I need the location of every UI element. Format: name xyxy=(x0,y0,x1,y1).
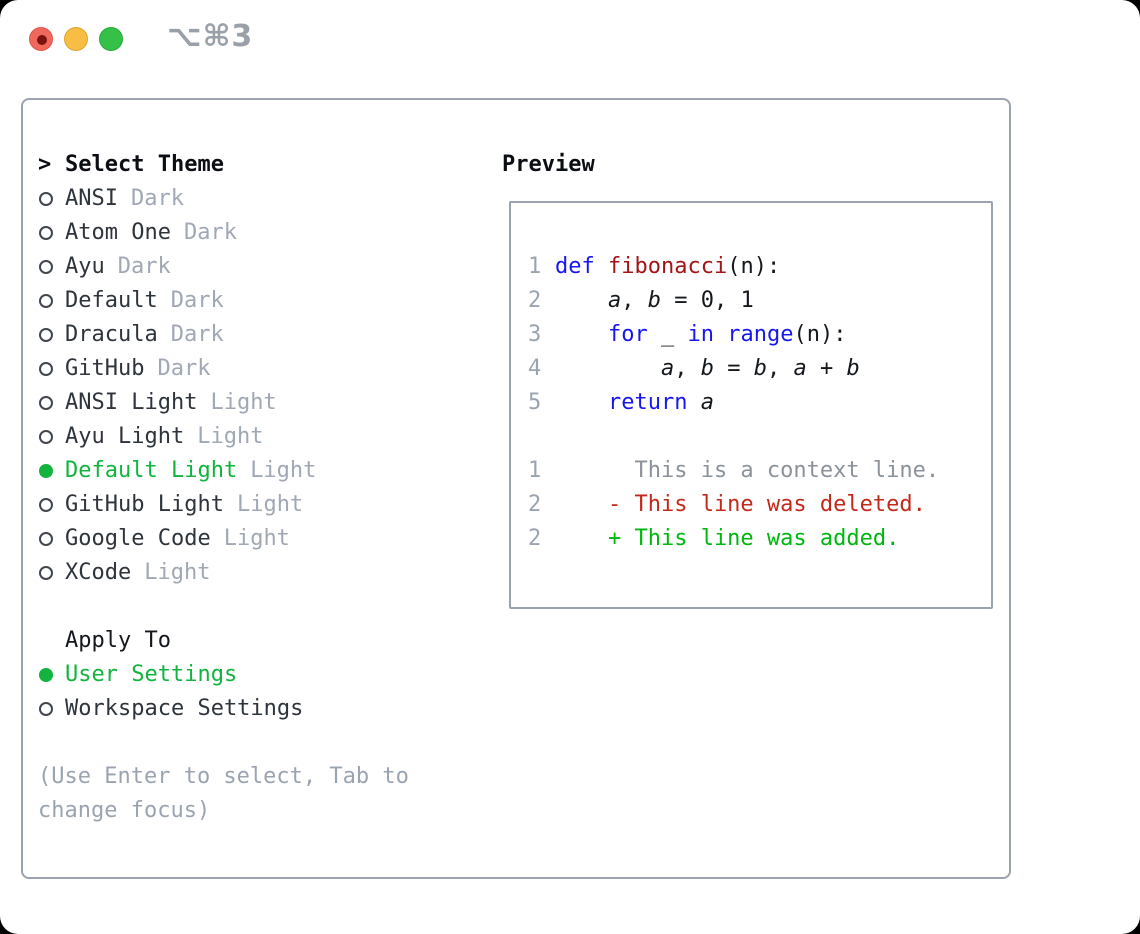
apply-to-header: Apply To xyxy=(38,624,478,658)
line-number: 2 xyxy=(528,526,542,551)
theme-option[interactable]: Default Dark xyxy=(38,284,478,318)
theme-option[interactable]: Default Light Light xyxy=(38,454,478,488)
preview-line: 2 a, b = 0, 1 xyxy=(528,284,939,318)
option-label: Default xyxy=(65,288,158,313)
option-variant: Light xyxy=(144,560,211,585)
option-label: Ayu Light xyxy=(65,424,185,449)
option-variant: Dark xyxy=(170,288,224,313)
radio-selected-icon xyxy=(39,668,53,682)
help-line: (Use Enter to select, Tab to xyxy=(38,764,409,789)
radio-icon xyxy=(39,260,53,274)
theme-option[interactable]: Dracula Dark xyxy=(38,318,478,352)
prompt-icon: > xyxy=(38,152,52,177)
option-label: Google Code xyxy=(65,526,211,551)
help-line: change focus) xyxy=(38,798,211,823)
radio-icon xyxy=(39,532,53,546)
preview-line: 5 return a xyxy=(528,386,939,420)
minimize-button[interactable] xyxy=(64,27,88,51)
preview-box xyxy=(509,201,993,609)
apply-to-option[interactable]: User Settings xyxy=(38,658,478,692)
option-label: XCode xyxy=(65,560,132,585)
apply-to-option[interactable]: Workspace Settings xyxy=(38,692,478,726)
option-label: Workspace Settings xyxy=(65,696,304,721)
option-label: User Settings xyxy=(65,662,238,687)
radio-icon xyxy=(39,498,53,512)
preview-line: 1 This is a context line. xyxy=(528,454,939,488)
theme-option[interactable]: Ayu Dark xyxy=(38,250,478,284)
line-number: 3 xyxy=(528,322,542,347)
preview-line: 2 - This line was deleted. xyxy=(528,488,939,522)
radio-icon xyxy=(39,430,53,444)
radio-icon xyxy=(39,702,53,716)
option-variant: Dark xyxy=(170,322,224,347)
theme-option[interactable]: ANSI Light Light xyxy=(38,386,478,420)
radio-icon xyxy=(39,566,53,580)
radio-icon xyxy=(39,396,53,410)
close-button[interactable] xyxy=(29,27,53,51)
theme-option[interactable]: GitHub Light Light xyxy=(38,488,478,522)
theme-option[interactable]: ANSI Dark xyxy=(38,182,478,216)
option-variant: Light xyxy=(250,458,317,483)
radio-icon xyxy=(39,328,53,342)
line-number xyxy=(528,420,555,454)
option-variant: Dark xyxy=(157,356,211,381)
option-variant: Dark xyxy=(183,220,237,245)
option-variant: Light xyxy=(223,526,290,551)
theme-option[interactable]: Ayu Light Light xyxy=(38,420,478,454)
window-controls xyxy=(29,27,123,51)
line-number: 5 xyxy=(528,390,542,415)
line-number: 2 xyxy=(528,492,542,517)
option-variant: Light xyxy=(210,390,277,415)
line-number: 4 xyxy=(528,356,542,381)
preview-blank-line xyxy=(528,420,939,454)
radio-icon xyxy=(39,294,53,308)
option-label: ANSI Light xyxy=(65,390,198,415)
line-number: 1 xyxy=(528,458,542,483)
radio-icon xyxy=(39,192,53,206)
shortcut-badge: ⌥⌘3 xyxy=(167,19,254,54)
option-label: Default Light xyxy=(65,458,238,483)
theme-option[interactable]: GitHub Dark xyxy=(38,352,478,386)
option-label: Ayu xyxy=(65,254,105,279)
select-theme-title: Select Theme xyxy=(65,152,224,177)
radio-selected-icon xyxy=(39,464,53,478)
option-variant: Dark xyxy=(117,254,171,279)
preview-line: 3 for _ in range(n): xyxy=(528,318,939,352)
option-variant: Light xyxy=(236,492,304,517)
select-theme-header: > Select Theme xyxy=(38,148,478,182)
zoom-button[interactable] xyxy=(99,27,123,51)
option-label: Atom One xyxy=(65,220,171,245)
option-label: GitHub Light xyxy=(65,492,224,517)
option-label: Dracula xyxy=(65,322,158,347)
radio-icon xyxy=(39,362,53,376)
option-label: GitHub xyxy=(65,356,145,381)
line-number: 1 xyxy=(528,254,542,279)
option-variant: Light xyxy=(197,424,264,449)
radio-icon xyxy=(39,226,53,240)
apply-to-title: Apply To xyxy=(65,628,171,653)
theme-option[interactable]: Atom One Dark xyxy=(38,216,478,250)
record-dot-icon xyxy=(37,35,47,45)
theme-option[interactable]: Google Code Light xyxy=(38,522,478,556)
preview-line: 2 + This line was added. xyxy=(528,522,939,556)
option-variant: Dark xyxy=(130,186,184,211)
help-text: (Use Enter to select, Tab to change focus… xyxy=(38,760,478,828)
preview-title: Preview xyxy=(502,152,595,177)
preview-line: 4 a, b = b, a + b xyxy=(528,352,939,386)
theme-option[interactable]: XCode Light xyxy=(38,556,478,590)
option-label: ANSI xyxy=(65,186,118,211)
line-number: 2 xyxy=(528,288,542,313)
